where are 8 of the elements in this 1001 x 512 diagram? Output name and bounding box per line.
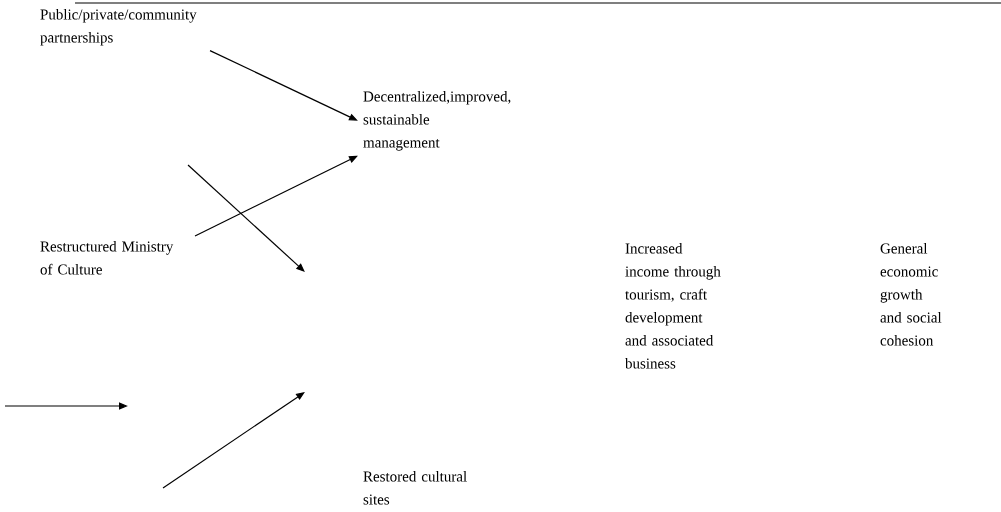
text-label: Restructured Ministry of Culture xyxy=(40,241,174,275)
arrow xyxy=(209,50,358,121)
text-label: General economic growth and social cohesion xyxy=(880,243,942,346)
text-label: Public/private/community partnerships xyxy=(40,9,197,46)
text-label: Decentralized,improved, sustainable management xyxy=(363,91,511,151)
arrow xyxy=(194,155,358,237)
text-label: Restored cultural sites xyxy=(363,471,467,505)
text-label: Increased income through tourism, craft development and associated business xyxy=(625,243,721,369)
